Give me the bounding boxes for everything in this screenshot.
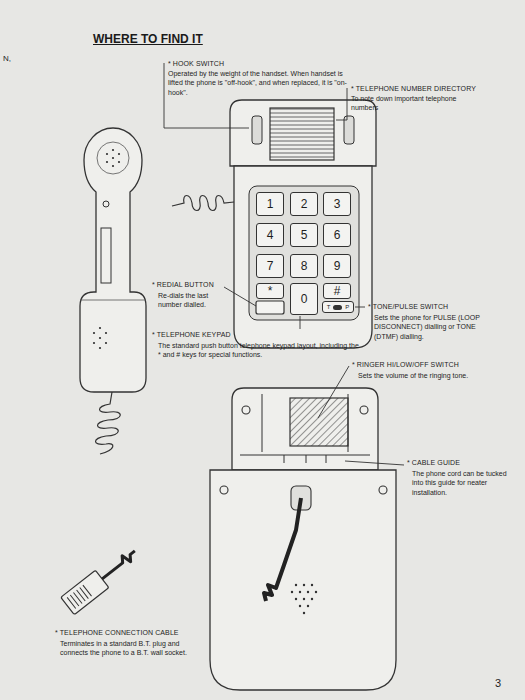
callout-heading: * REDIAL BUTTON (152, 280, 214, 289)
callout-text: Operated by the weight of the handset. W… (168, 69, 356, 97)
speaker-holes (292, 585, 316, 613)
screw-hole (242, 406, 250, 414)
key-label: 4 (267, 229, 274, 241)
keypad-key: 3 (323, 192, 351, 216)
callout-text: Sets the volume of the ringing tone. (358, 371, 508, 380)
keypad-key: 7 (256, 254, 284, 278)
leader-line (224, 287, 256, 306)
keypad-key: 6 (323, 223, 351, 247)
switch-letter: P (345, 304, 349, 310)
bt-plug (61, 544, 143, 615)
key-label: 1 (267, 198, 274, 210)
key-label: # (334, 285, 341, 297)
key-label: 5 (301, 229, 308, 241)
screw-hole (360, 406, 368, 414)
handset-seam (80, 300, 146, 301)
screw-hole (220, 486, 228, 494)
leader-line (355, 307, 365, 308)
keypad-key: 2 (290, 192, 318, 216)
key-label: 7 (267, 260, 274, 272)
keypad-key: 0 (290, 283, 318, 315)
callout-heading: * TELEPHONE CONNECTION CABLE (55, 628, 179, 637)
leader-line (345, 461, 404, 465)
keypad-key: 4 (256, 223, 284, 247)
handset-slot (101, 228, 111, 283)
plug-cable (98, 548, 138, 582)
handset-dot (103, 201, 109, 207)
keypad-key: 5 (290, 223, 318, 247)
base-body (234, 166, 372, 348)
handset-cord (96, 392, 121, 454)
underside-ribs (240, 394, 370, 463)
keypad-panel (249, 186, 359, 320)
mouthpiece-holes (94, 328, 106, 348)
callout-text: Terminates in a standard B.T. plug and c… (60, 639, 200, 658)
key-label: 6 (334, 229, 341, 241)
key-label: 9 (334, 260, 341, 272)
keypad-key: 9 (323, 254, 351, 278)
callout-text: To note down important telephone numbers (351, 94, 479, 113)
callout-text: The phone cord can be tucked into this g… (412, 469, 514, 497)
screw-hole (379, 486, 387, 494)
callout-heading: * TELEPHONE NUMBER DIRECTORY (351, 84, 476, 93)
cradle-slot (252, 116, 262, 144)
underside-top (232, 388, 378, 470)
keypad-key: # (323, 283, 351, 299)
callout-text: Sets the phone for PULSE (LOOP DISCONNEC… (374, 313, 494, 341)
callout-heading: * RINGER HI/LOW/OFF SWITCH (352, 360, 459, 369)
plug-contacts (67, 585, 91, 608)
callout-heading: * HOOK SWITCH (168, 59, 224, 68)
tone-pulse-switch: TP (322, 301, 354, 313)
key-label: 2 (301, 198, 308, 210)
page-title: WHERE TO FIND IT (93, 32, 203, 46)
redial-button (256, 301, 284, 314)
callout-heading: * TONE/PULSE SWITCH (368, 302, 448, 311)
leader-line (318, 366, 349, 418)
key-label: * (268, 285, 273, 297)
key-label: 8 (301, 260, 308, 272)
callout-heading: * TELEPHONE KEYPAD (152, 330, 231, 339)
plug-body (61, 570, 109, 614)
leader-line (300, 316, 301, 329)
key-label: 0 (301, 293, 308, 305)
earpiece-holes (107, 150, 119, 166)
keypad-key: 8 (290, 254, 318, 278)
switch-slider (333, 305, 342, 310)
callout-text: The standard push button telephone keypa… (158, 341, 363, 360)
ringer-grille (290, 398, 348, 446)
key-label: 3 (334, 198, 341, 210)
underside-base (210, 470, 396, 690)
page-edge-text: N, (3, 54, 11, 65)
page-number: 3 (495, 676, 501, 691)
switch-letter: T (327, 304, 331, 310)
callout-text: Re-dials the last number dialled. (158, 291, 230, 310)
keypad-key: * (256, 283, 284, 299)
leader-line (336, 88, 347, 120)
base-cord (172, 196, 234, 211)
keypad-key: 1 (256, 192, 284, 216)
earpiece (97, 142, 129, 174)
handset-body (80, 128, 146, 392)
callout-heading: * CABLE GUIDE (407, 458, 460, 467)
directory-window (270, 108, 334, 160)
